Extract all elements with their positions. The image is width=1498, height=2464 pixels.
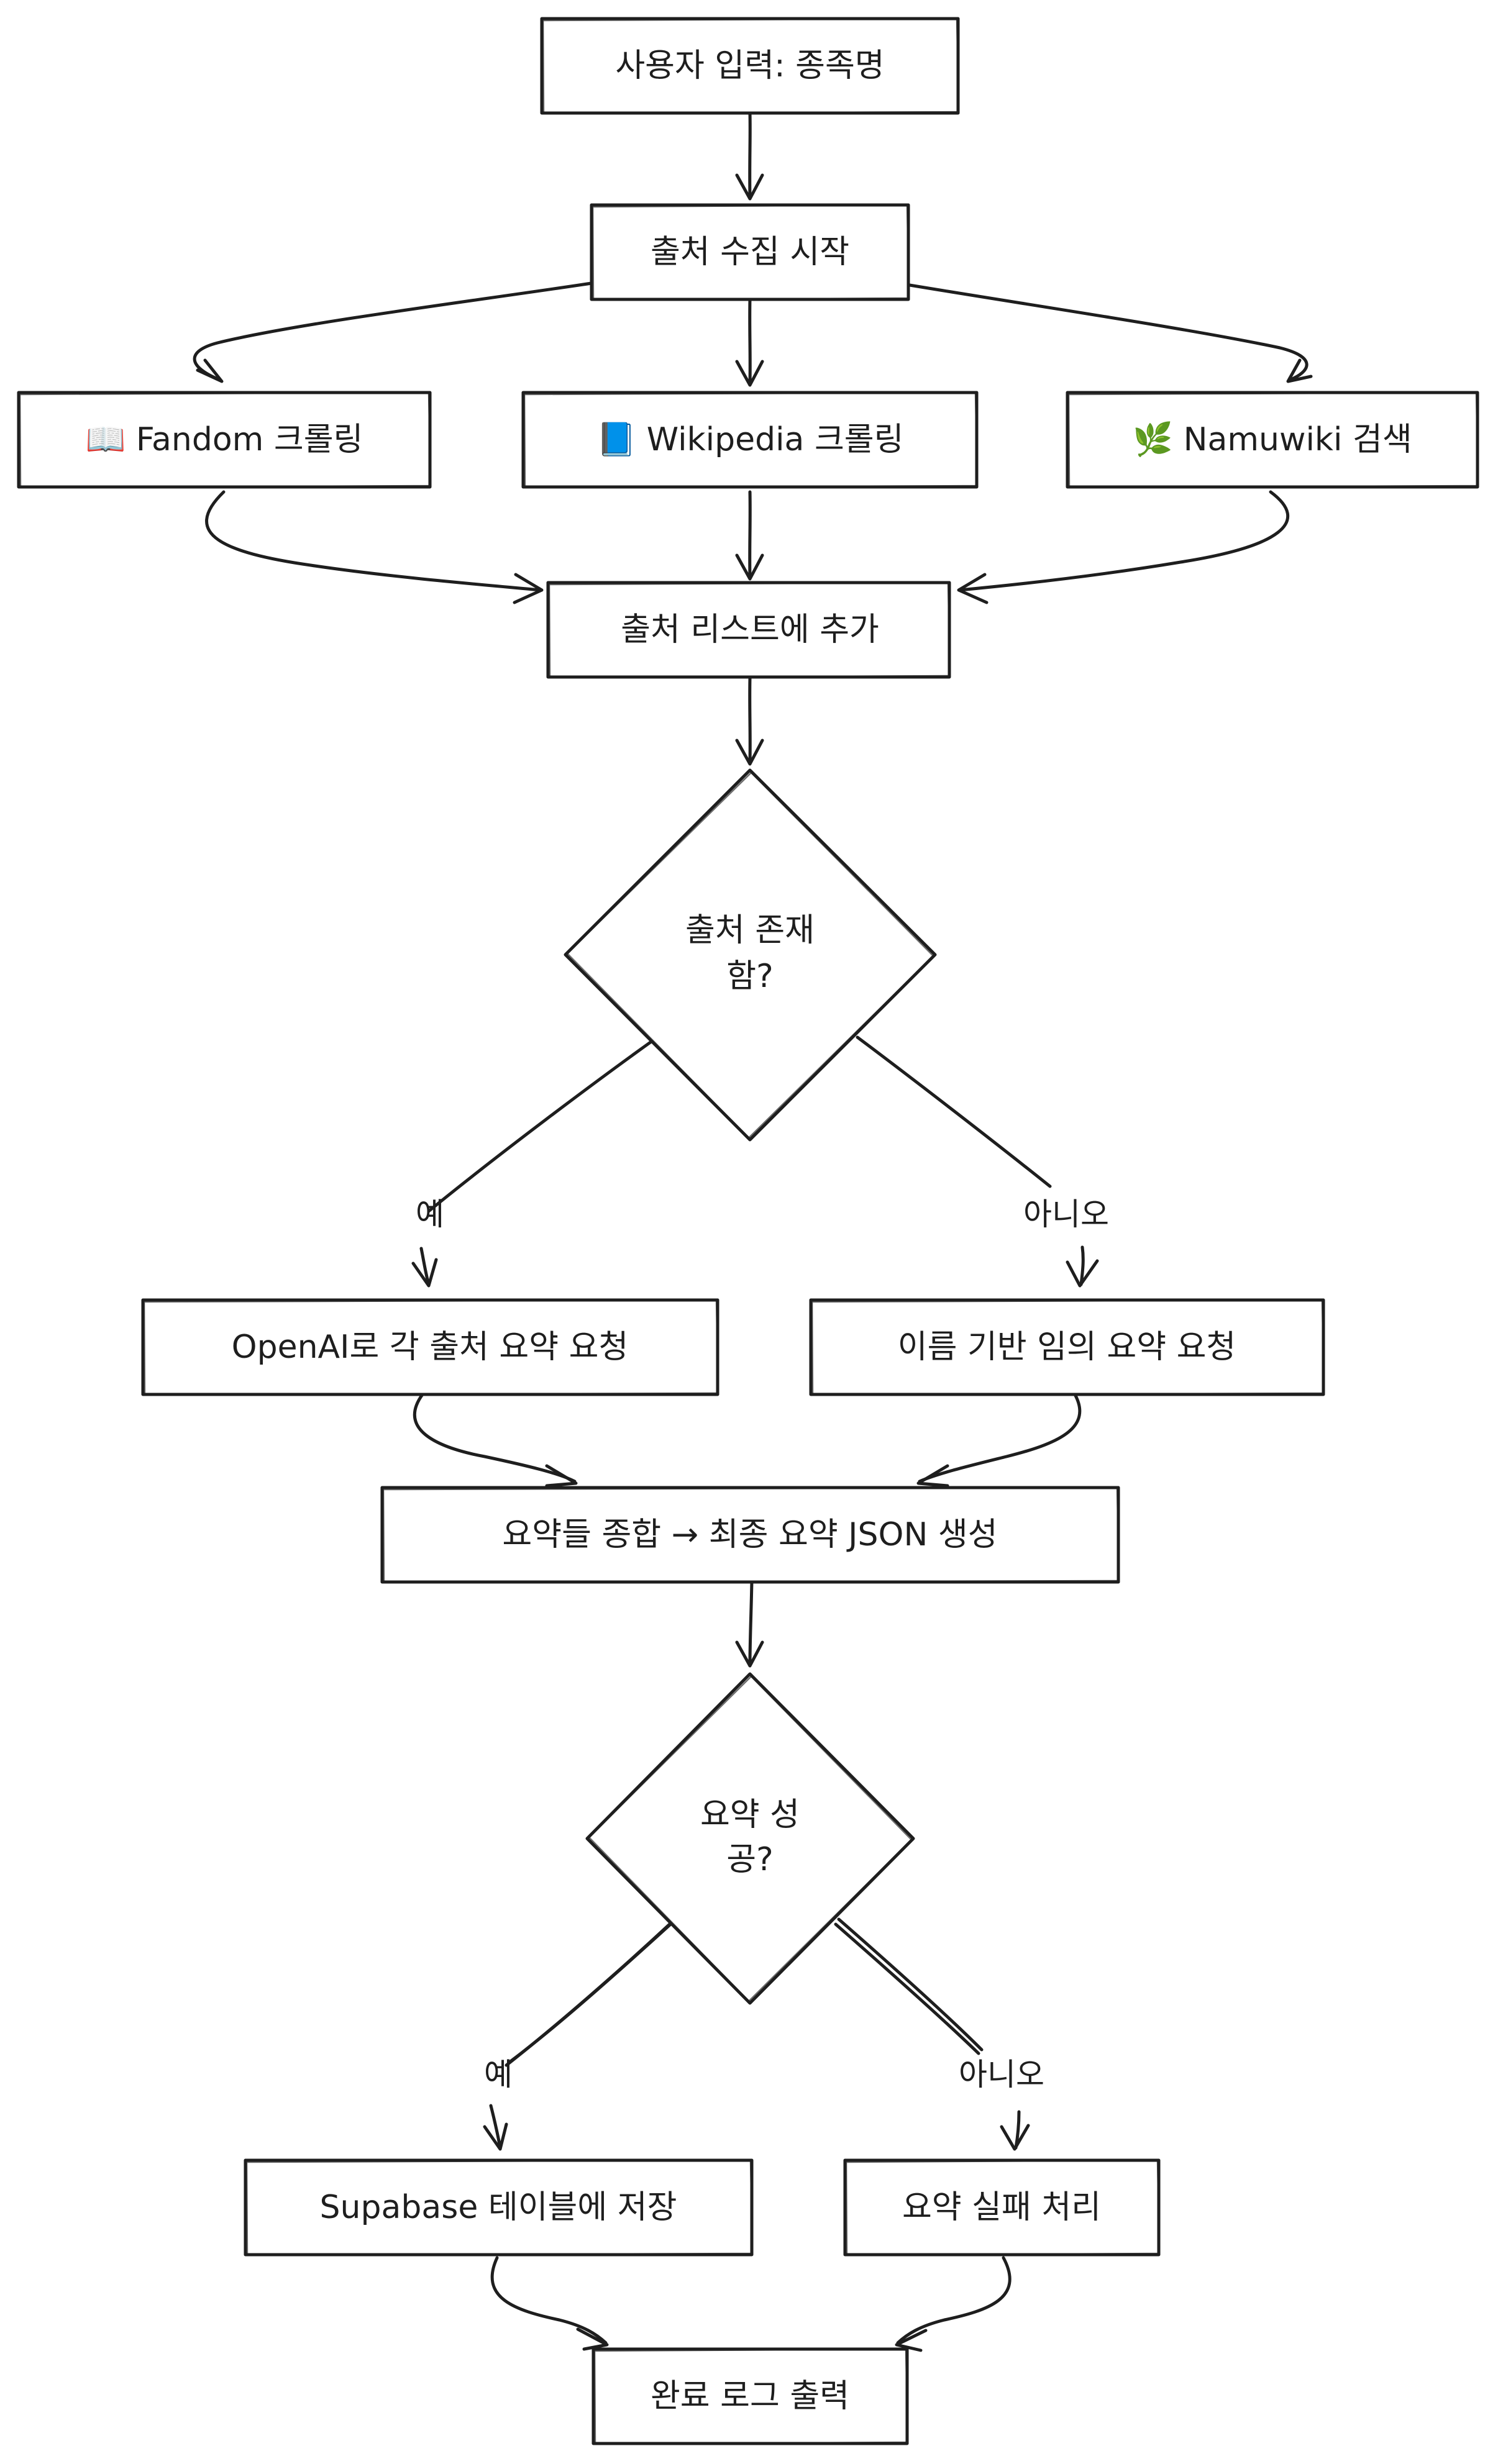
- edge-decision2-yes-tail: [489, 2104, 502, 2150]
- node-label: 📖 Fandom 크롤링: [86, 421, 363, 458]
- node-fandom: 📖 Fandom 크롤링: [17, 391, 432, 489]
- edge-fandom-to-list: [205, 490, 542, 592]
- arrowhead: [916, 1464, 949, 1488]
- edge-collect-to-wikipedia: [748, 298, 752, 386]
- edge-label-success-no: 아니오: [959, 2057, 1044, 2093]
- node-label: 📘 Wikipedia 크롤링: [596, 421, 904, 458]
- arrowhead: [513, 573, 544, 604]
- edge-list-to-decision1: [748, 676, 752, 765]
- node-diamond: [564, 768, 937, 1142]
- node-box: [843, 2158, 1161, 2257]
- node-label: OpenAI로 각 출처 요약 요청: [232, 1329, 629, 1366]
- node-label: Supabase 테이블에 저장: [320, 2189, 677, 2226]
- edge-save-to-done: [490, 2256, 608, 2345]
- node-box: [546, 581, 951, 679]
- node-label: 사용자 입력: 종족명: [615, 47, 884, 84]
- arrowhead: [545, 1464, 578, 1488]
- arrowhead: [895, 2329, 928, 2352]
- arrowhead: [735, 173, 764, 201]
- node-box: [540, 17, 960, 115]
- node-fail: 요약 실패 처리: [843, 2158, 1161, 2257]
- edge-collect-to-namuwiki: [904, 283, 1308, 382]
- node-label-line1: 요약 성: [700, 1796, 800, 1834]
- edge-fail-to-done: [896, 2256, 1012, 2345]
- arrowhead: [957, 573, 989, 604]
- arrowhead: [735, 1640, 764, 1668]
- node-combine: 요약들 종합 → 최종 요약 JSON 생성: [380, 1486, 1120, 1584]
- edges: [193, 111, 1313, 2352]
- node-add-list: 출처 리스트에 추가: [546, 581, 951, 679]
- node-box: [244, 2158, 754, 2257]
- node-box: [591, 2347, 909, 2445]
- edge-decision1-yes: [427, 1035, 659, 1213]
- node-label-line1: 출처 존재: [685, 912, 815, 949]
- node-done: 완료 로그 출력: [591, 2347, 909, 2445]
- edge-input-to-collect: [748, 111, 752, 199]
- node-label: 요약 실패 처리: [902, 2189, 1101, 2226]
- arrowhead: [1286, 358, 1313, 383]
- edge-collect-to-fandom: [193, 281, 593, 382]
- arrowhead: [196, 358, 224, 383]
- edge-decision2-no: [837, 1917, 984, 2052]
- node-source-exists: 출처 존재 함?: [564, 768, 937, 1142]
- arrowhead: [735, 553, 764, 581]
- node-input: 사용자 입력: 종족명: [540, 17, 960, 115]
- node-label: 출처 수집 시작: [651, 234, 849, 271]
- node-summary-success: 요약 성 공?: [585, 1672, 915, 2005]
- edge-decision1-no: [856, 1035, 1052, 1188]
- node-save: Supabase 테이블에 저장: [244, 2158, 754, 2257]
- arrowhead: [735, 739, 764, 766]
- node-box: [380, 1486, 1120, 1584]
- edge-label-success-yes: 예: [484, 2057, 513, 2093]
- arrowhead: [411, 1258, 438, 1288]
- node-box: [1066, 391, 1479, 489]
- node-label-line2: 공?: [726, 1841, 773, 1878]
- edge-namebased-to-combine: [918, 1393, 1082, 1483]
- node-box: [521, 391, 979, 489]
- node-name-summary: 이름 기반 임의 요약 요청: [809, 1298, 1325, 1396]
- edge-openai-to-combine: [413, 1393, 577, 1483]
- arrowhead: [735, 360, 764, 387]
- node-box: [590, 203, 910, 301]
- node-label: 🌿 Namuwiki 검색: [1133, 421, 1412, 458]
- node-label: 출처 리스트에 추가: [621, 611, 879, 648]
- edge-namuwiki-to-list: [958, 490, 1290, 592]
- node-label-line2: 함?: [726, 958, 773, 995]
- arrowhead: [483, 2122, 508, 2151]
- edge-combine-to-decision2: [748, 1579, 754, 1666]
- node-label: 이름 기반 임의 요약 요청: [898, 1329, 1236, 1366]
- edge-decision1-yes-tail: [419, 1247, 431, 1286]
- edge-wikipedia-to-list: [748, 490, 752, 580]
- arrowhead: [1066, 1259, 1099, 1288]
- node-namuwiki: 🌿 Namuwiki 검색: [1066, 391, 1479, 489]
- node-wikipedia: 📘 Wikipedia 크롤링: [521, 391, 979, 489]
- edge-decision2-no-b: [834, 1922, 980, 2055]
- arrowhead: [1000, 2124, 1030, 2151]
- edge-decision2-yes-b: [505, 1920, 674, 2067]
- node-openai-summary: OpenAI로 각 출처 요약 요청: [141, 1298, 719, 1396]
- arrowhead: [576, 2327, 609, 2351]
- node-collect: 출처 수집 시작: [590, 203, 910, 301]
- node-diamond: [585, 1672, 915, 2005]
- node-label: 요약들 종합 → 최종 요약 JSON 생성: [502, 1516, 997, 1553]
- node-label: 완료 로그 출력: [651, 2378, 849, 2415]
- edge-label-exists-no: 아니오: [1023, 1196, 1109, 1232]
- edge-label-exists-yes: 예: [416, 1196, 444, 1232]
